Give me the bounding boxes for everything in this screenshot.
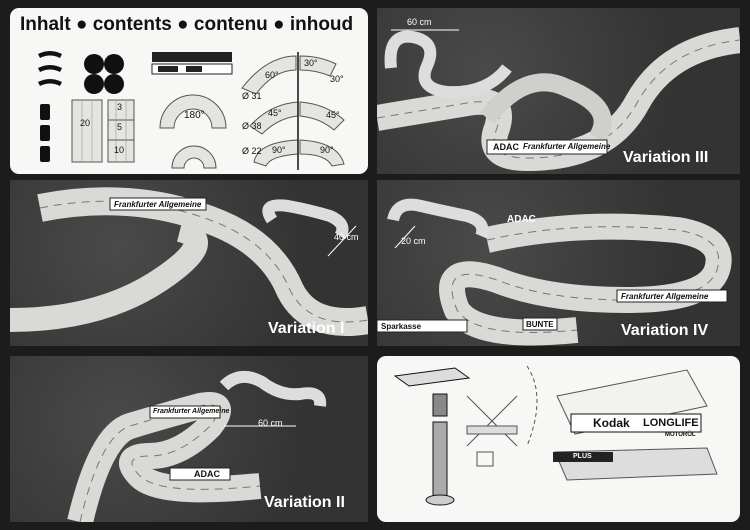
- banner-assembly: [553, 369, 718, 481]
- straight-label-5: 5: [117, 122, 123, 132]
- variation-2-track: [67, 370, 327, 522]
- straight-pieces: [71, 99, 135, 163]
- diameter-22: Ø 22: [242, 146, 262, 156]
- variation-4-track: [377, 198, 732, 346]
- wheels: [84, 54, 124, 94]
- v4-newspaper-banner: Frankfurter Allgemeine: [621, 292, 709, 301]
- layout-diagram: [262, 199, 357, 257]
- straight-label-20: 20: [80, 118, 91, 128]
- contents-panel: Inhalt ● contents ● contenu ● inhoud: [10, 8, 368, 174]
- angle-90-b: 90°: [320, 145, 334, 155]
- v2-newspaper-banner: Frankfurter Allgemeine: [153, 408, 230, 415]
- v3-newspaper-banner: Frankfurter Allgemeine: [523, 142, 611, 151]
- variation-2-panel: Frankfurter Allgemeine ADAC 60 cm Variat…: [10, 356, 368, 522]
- variation-1-panel: Frankfurter Allgemeine 40 cm Variation I: [10, 180, 368, 346]
- curve-90b: [299, 139, 345, 167]
- contents-title: Inhalt ● contents ● contenu ● inhoud: [20, 14, 354, 35]
- variation-1-label: Variation I: [268, 320, 345, 337]
- curve-small: [171, 145, 217, 169]
- v4-dimension: 20 cm: [401, 236, 426, 246]
- curve-30a: [299, 55, 337, 77]
- angle-45-a: 45°: [268, 108, 282, 118]
- straight-label-3: 3: [117, 102, 123, 112]
- banner-strip: [151, 52, 233, 75]
- variation-3-panel: 60 cm ADAC Frankfurter Allgemeine Variat…: [377, 8, 740, 174]
- variation-1-track: [10, 187, 368, 336]
- fastener-diagram: [466, 365, 538, 467]
- v1-dimension: 40 cm: [334, 232, 359, 242]
- v2-dimension: 60 cm: [258, 418, 283, 428]
- kodak-banner: Kodak: [593, 416, 630, 430]
- longlife-banner: LONGLIFE: [643, 417, 699, 429]
- motoroel-label: MOTORÖL: [665, 432, 696, 438]
- diameter-31: Ø 31: [242, 91, 262, 101]
- v2-adac-banner: ADAC: [194, 469, 220, 479]
- v4-adac-banner: ADAC: [507, 214, 536, 225]
- variation-4-label: Variation IV: [621, 322, 709, 339]
- guard-blocks: [40, 104, 50, 162]
- angle-45-b: 45°: [326, 110, 340, 120]
- curve-60: [241, 55, 297, 95]
- angle-30-a: 30°: [304, 58, 318, 68]
- variation-4-panel: 20 cm ADAC Sparkasse BUNTE Frankfurter A…: [377, 180, 740, 346]
- layout-diagram: [384, 29, 512, 99]
- v3-dimension: 60 cm: [407, 17, 432, 27]
- v1-newspaper-banner: Frankfurter Allgemeine: [114, 200, 202, 209]
- variation-3-track: [377, 27, 740, 172]
- parts-diagram: [38, 51, 345, 170]
- curve-180-label: 180°: [184, 110, 205, 121]
- curve-45b: [299, 101, 345, 131]
- support-pillar: [393, 367, 471, 506]
- v4-sparkasse-banner: Sparkasse: [381, 322, 422, 331]
- variation-2-label: Variation II: [264, 494, 345, 511]
- accessories-diagram: [393, 365, 718, 506]
- v4-bunte-banner: BUNTE: [526, 320, 554, 329]
- layout-diagram: [387, 198, 489, 249]
- straight-label-10: 10: [114, 145, 125, 155]
- curve-180: [159, 94, 227, 129]
- angle-60: 60°: [265, 70, 279, 80]
- plus-banner: PLUS: [573, 453, 592, 460]
- accessories-panel: Kodak LONGLIFE MOTORÖL PLUS: [377, 356, 740, 522]
- v3-adac-banner: ADAC: [493, 142, 519, 152]
- angle-30-b: 30°: [330, 74, 344, 84]
- angle-90-a: 90°: [272, 145, 286, 155]
- connector-clips: [38, 51, 62, 86]
- layout-diagram: [219, 370, 327, 427]
- diameter-38: Ø 38: [242, 121, 262, 131]
- variation-3-label: Variation III: [623, 149, 709, 166]
